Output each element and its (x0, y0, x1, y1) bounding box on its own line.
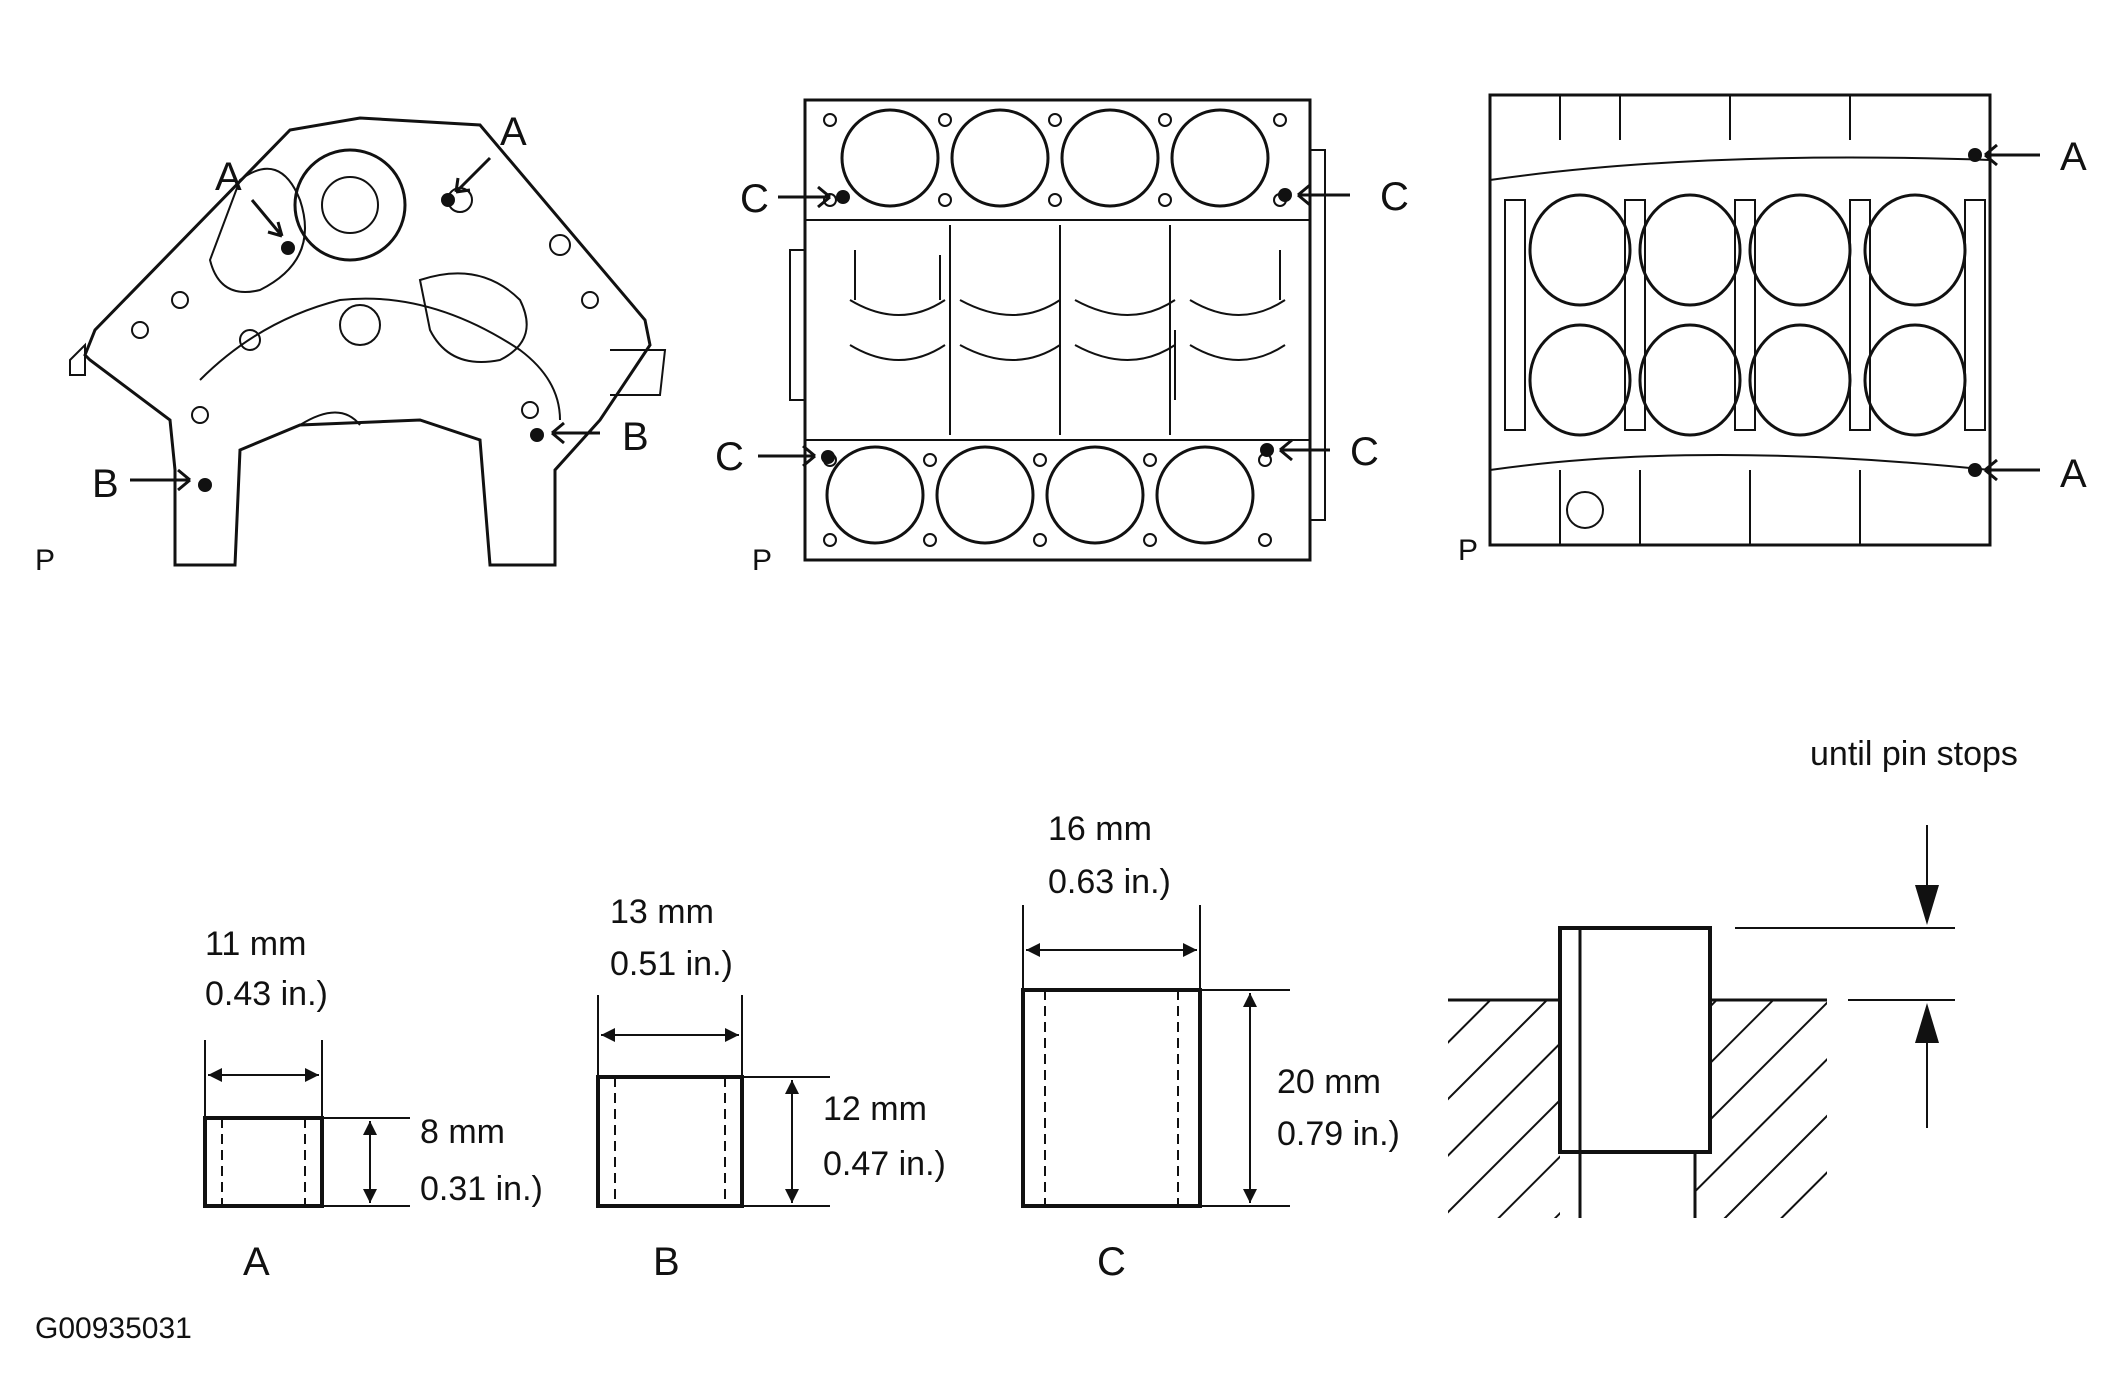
installed-pin (1558, 926, 1712, 1154)
pin-c-height-in: 0.79 in.) (1277, 1115, 1400, 1153)
callout-b-1: B (92, 462, 119, 506)
pin-b-height-in: 0.47 in.) (823, 1145, 946, 1183)
pin-b-label: B (653, 1240, 680, 1284)
until-pin-stops-note: until pin stops (1810, 735, 2018, 773)
pin-b-height-mm: 12 mm (823, 1090, 927, 1128)
pin-c-width-mm: 16 mm (1048, 810, 1152, 848)
callout-a-4: A (2060, 452, 2087, 496)
view-corner-label: P (35, 544, 55, 577)
pin-c-width-in: 0.63 in.) (1048, 863, 1171, 901)
callout-c-1: C (740, 177, 769, 221)
pin-c-shape (1021, 988, 1202, 1208)
block-front-view: A A B B P (35, 110, 667, 577)
block-top-view: C C C C P (715, 98, 1409, 577)
pin-c-label: C (1097, 1240, 1126, 1284)
view-corner-label: P (1458, 534, 1478, 567)
pin-a-height-mm: 8 mm (420, 1113, 505, 1151)
pin-c-detail: 16 mm 0.63 in.) 20 mm 0.79 in.) C (1021, 810, 1400, 1284)
callout-a-2: A (500, 110, 527, 154)
callout-a-1: A (215, 155, 242, 199)
pin-a-width-in: 0.43 in.) (205, 975, 328, 1013)
block-bottom-view: A A P (1458, 93, 2087, 567)
callout-c-2: C (1380, 175, 1409, 219)
figure-id: G00935031 (35, 1312, 192, 1345)
pin-b-width-mm: 13 mm (610, 893, 714, 931)
callout-c-3: C (715, 435, 744, 479)
pin-c-height-mm: 20 mm (1277, 1063, 1381, 1101)
pin-b-width-in: 0.51 in.) (610, 945, 733, 983)
pin-b-detail: 13 mm 0.51 in.) 12 mm 0.47 in.) B (596, 893, 946, 1284)
callout-b-2: B (622, 415, 649, 459)
callout-a-3: A (2060, 135, 2087, 179)
pin-a-label: A (243, 1240, 270, 1284)
pin-a-detail: 11 mm 0.43 in.) 8 mm 0.31 in.) A (203, 925, 543, 1284)
callout-c-4: C (1350, 430, 1379, 474)
pin-install-detail: until pin stops (1448, 735, 2018, 1218)
pin-a-height-in: 0.31 in.) (420, 1170, 543, 1208)
pin-a-shape (203, 1116, 324, 1208)
pin-b-shape (596, 1075, 744, 1208)
view-corner-label: P (752, 544, 772, 577)
pin-a-width-mm: 11 mm (205, 925, 306, 963)
